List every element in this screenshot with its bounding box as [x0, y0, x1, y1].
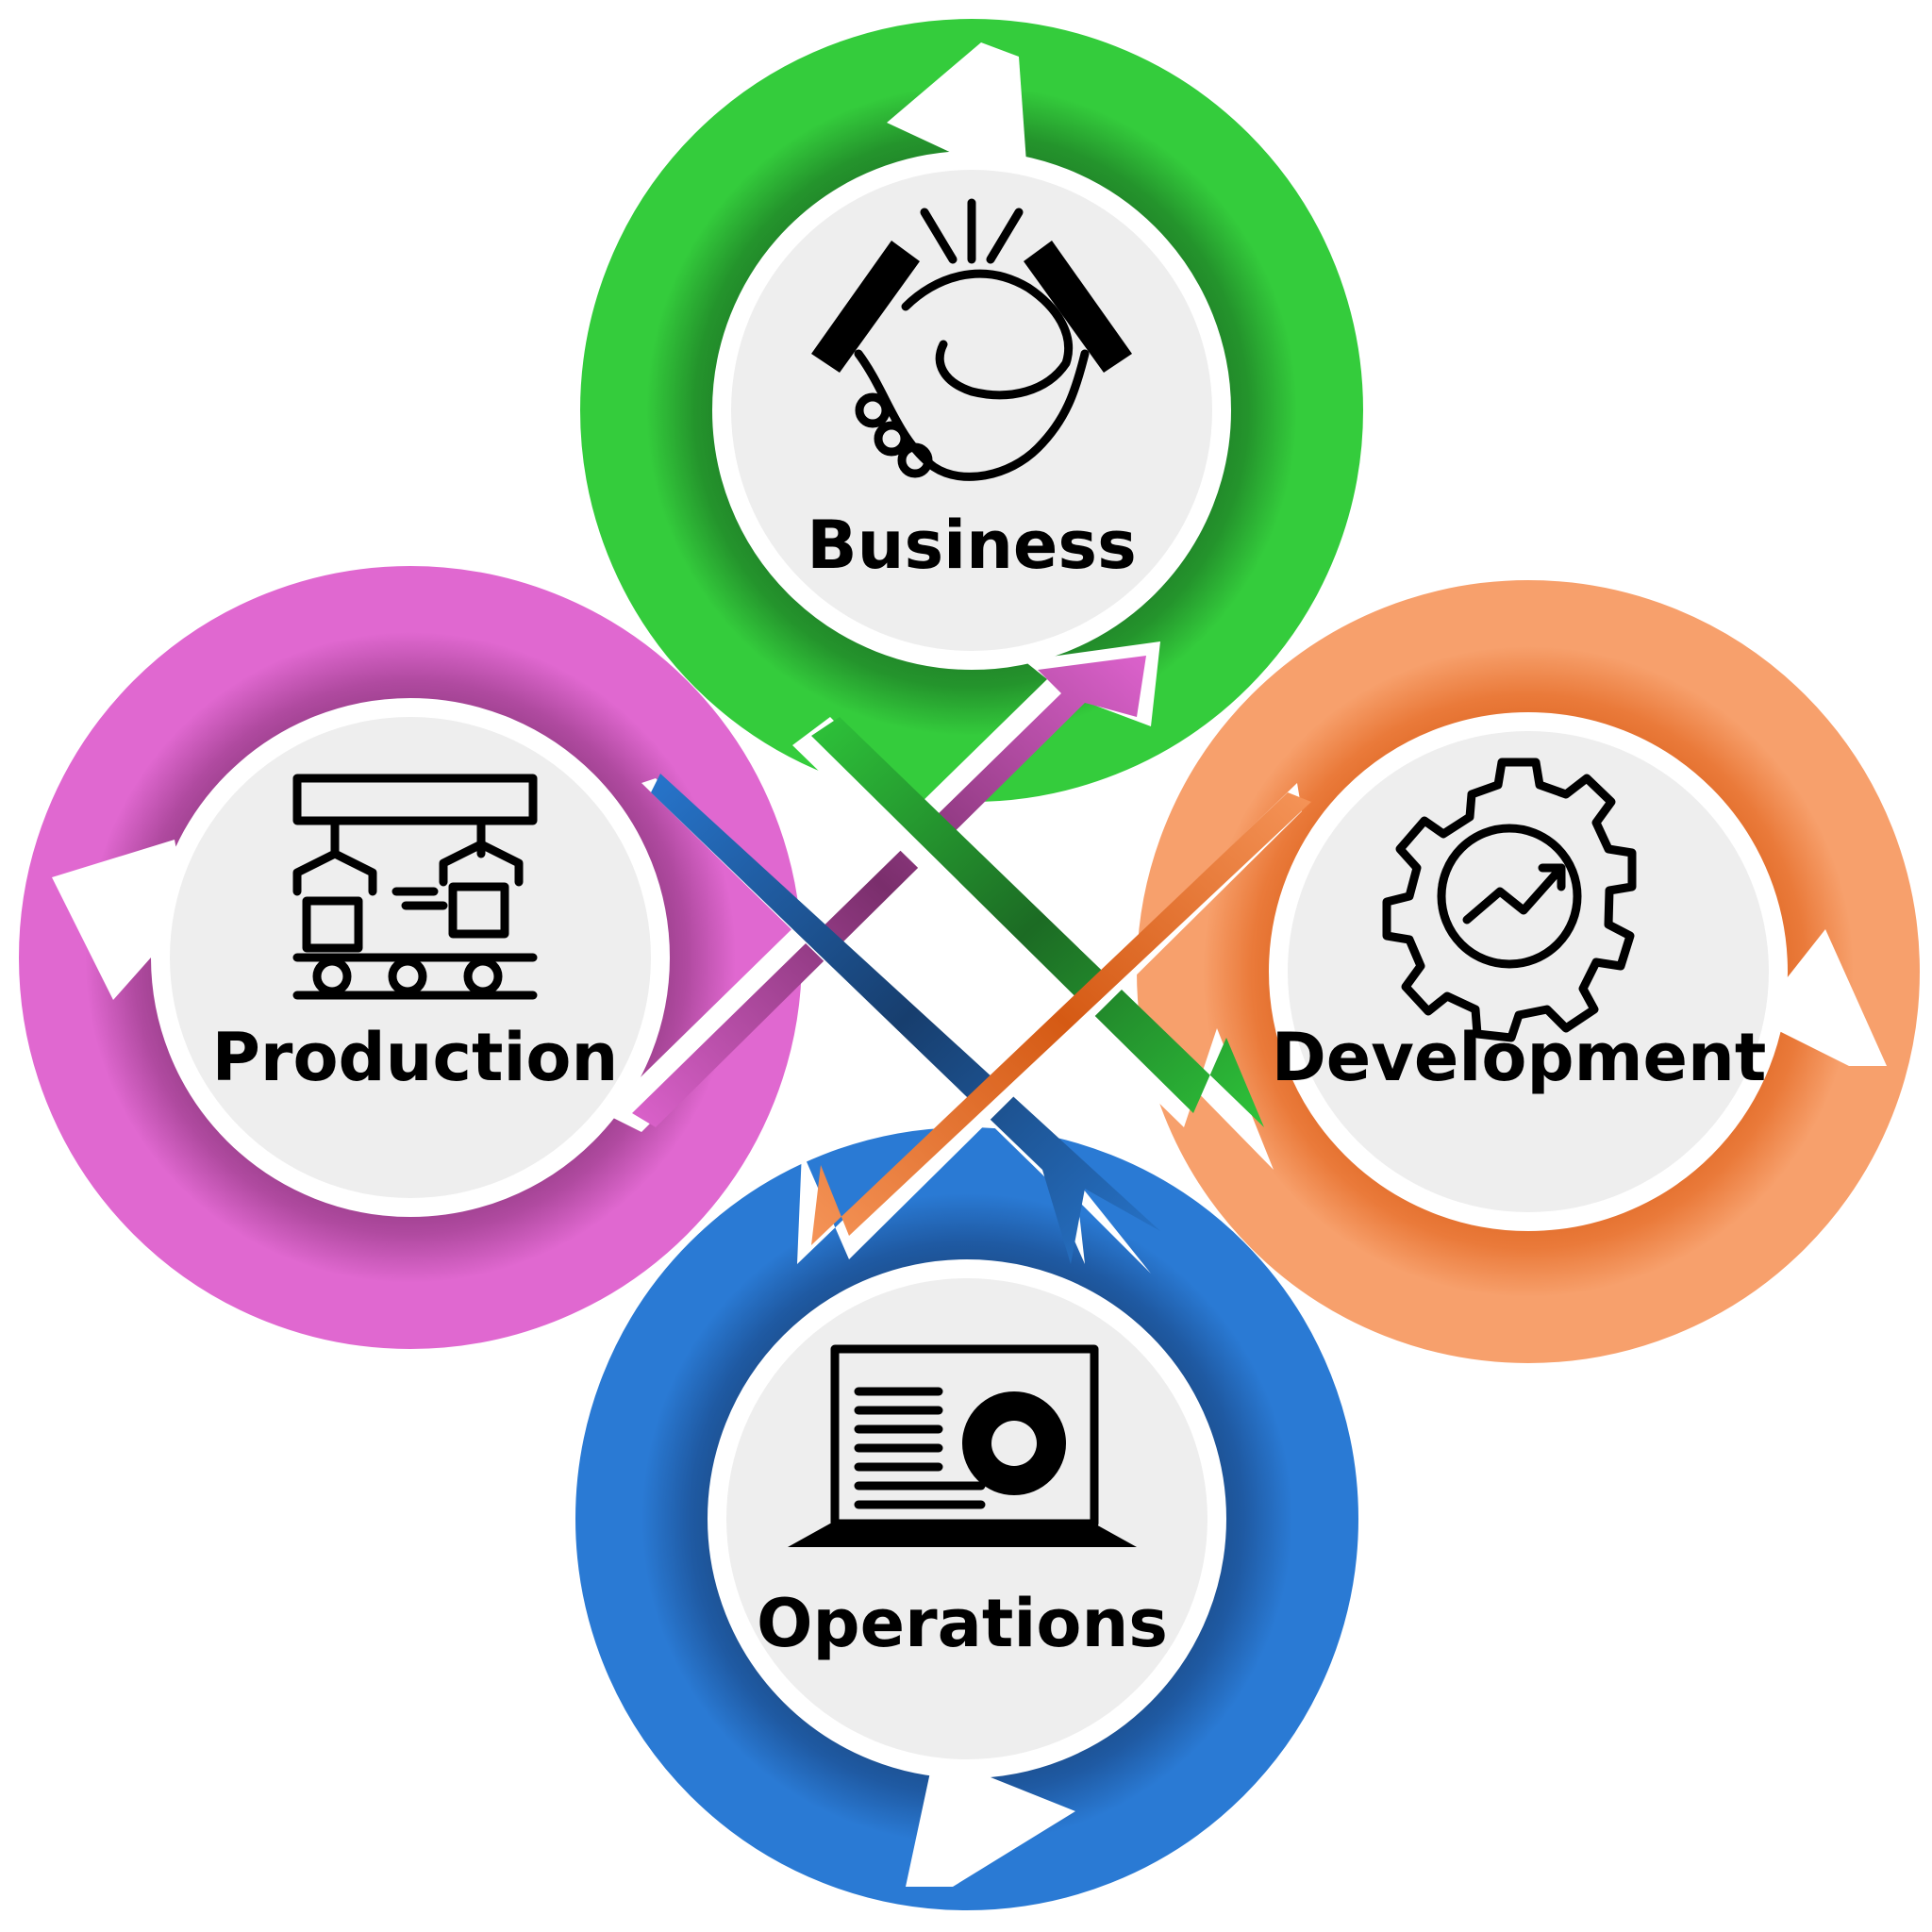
- ring-notch: [1755, 929, 1887, 1066]
- business-label: Business: [807, 507, 1137, 584]
- ring-notch: [906, 1755, 1075, 1887]
- operations-ring: [575, 1127, 1358, 1910]
- operations-disc: [726, 1278, 1208, 1759]
- arrow-band-orange: [797, 783, 1311, 1264]
- arrow-band-blue: [641, 774, 1160, 1274]
- production-line-icon: [292, 774, 538, 1000]
- development-ring: [1137, 580, 1920, 1363]
- ring-notch: [52, 840, 189, 1000]
- business-ring: [580, 19, 1363, 802]
- ring-notch: [887, 42, 1028, 189]
- production-label: Production: [212, 1019, 619, 1096]
- business-disc: [731, 170, 1212, 651]
- operations-label: Operations: [757, 1585, 1168, 1662]
- production-ring: [19, 566, 802, 1349]
- arrow-band-green: [792, 717, 1274, 1170]
- gear-growth-icon: [1382, 758, 1637, 1042]
- development-label: Development: [1272, 1019, 1767, 1096]
- laptop-gear-icon: [788, 1344, 1137, 1547]
- development-disc: [1288, 731, 1769, 1212]
- arrow-band-pink: [604, 641, 1160, 1132]
- handshake-icon: [811, 198, 1132, 481]
